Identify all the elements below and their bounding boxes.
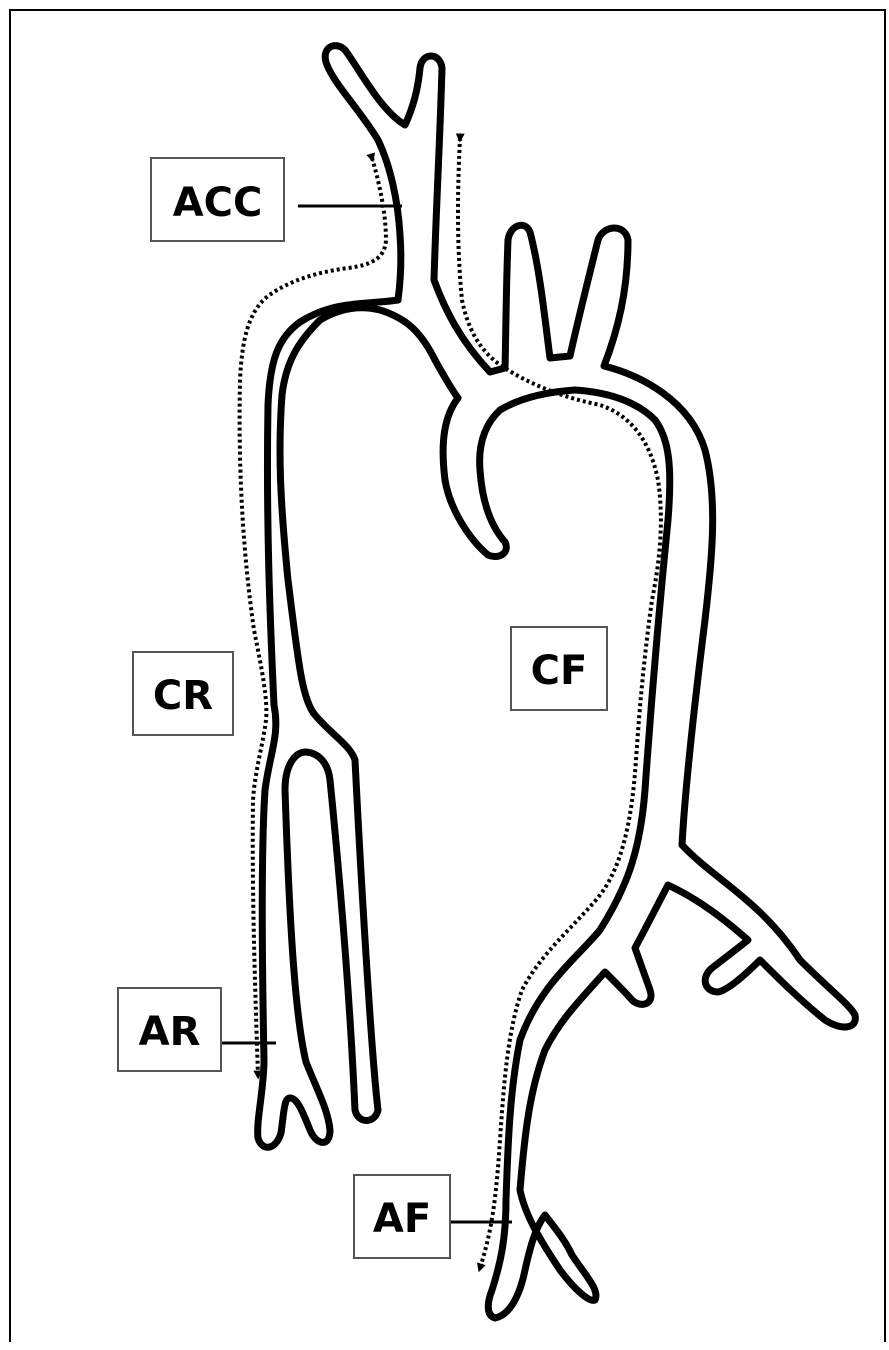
label-cf: CF (511, 627, 607, 710)
label-text-acc: ACC (173, 180, 263, 226)
label-acc: ACC (151, 158, 284, 241)
arm-artery-outline (258, 300, 458, 1147)
aortic-root-outline (443, 390, 575, 557)
label-text-cf: CF (531, 648, 588, 694)
label-text-ar: AR (139, 1009, 201, 1055)
label-text-cr: CR (153, 673, 213, 719)
label-text-af: AF (373, 1196, 431, 1242)
label-af: AF (354, 1175, 450, 1258)
label-cr: CR (133, 652, 233, 735)
label-ar: AR (118, 988, 221, 1071)
